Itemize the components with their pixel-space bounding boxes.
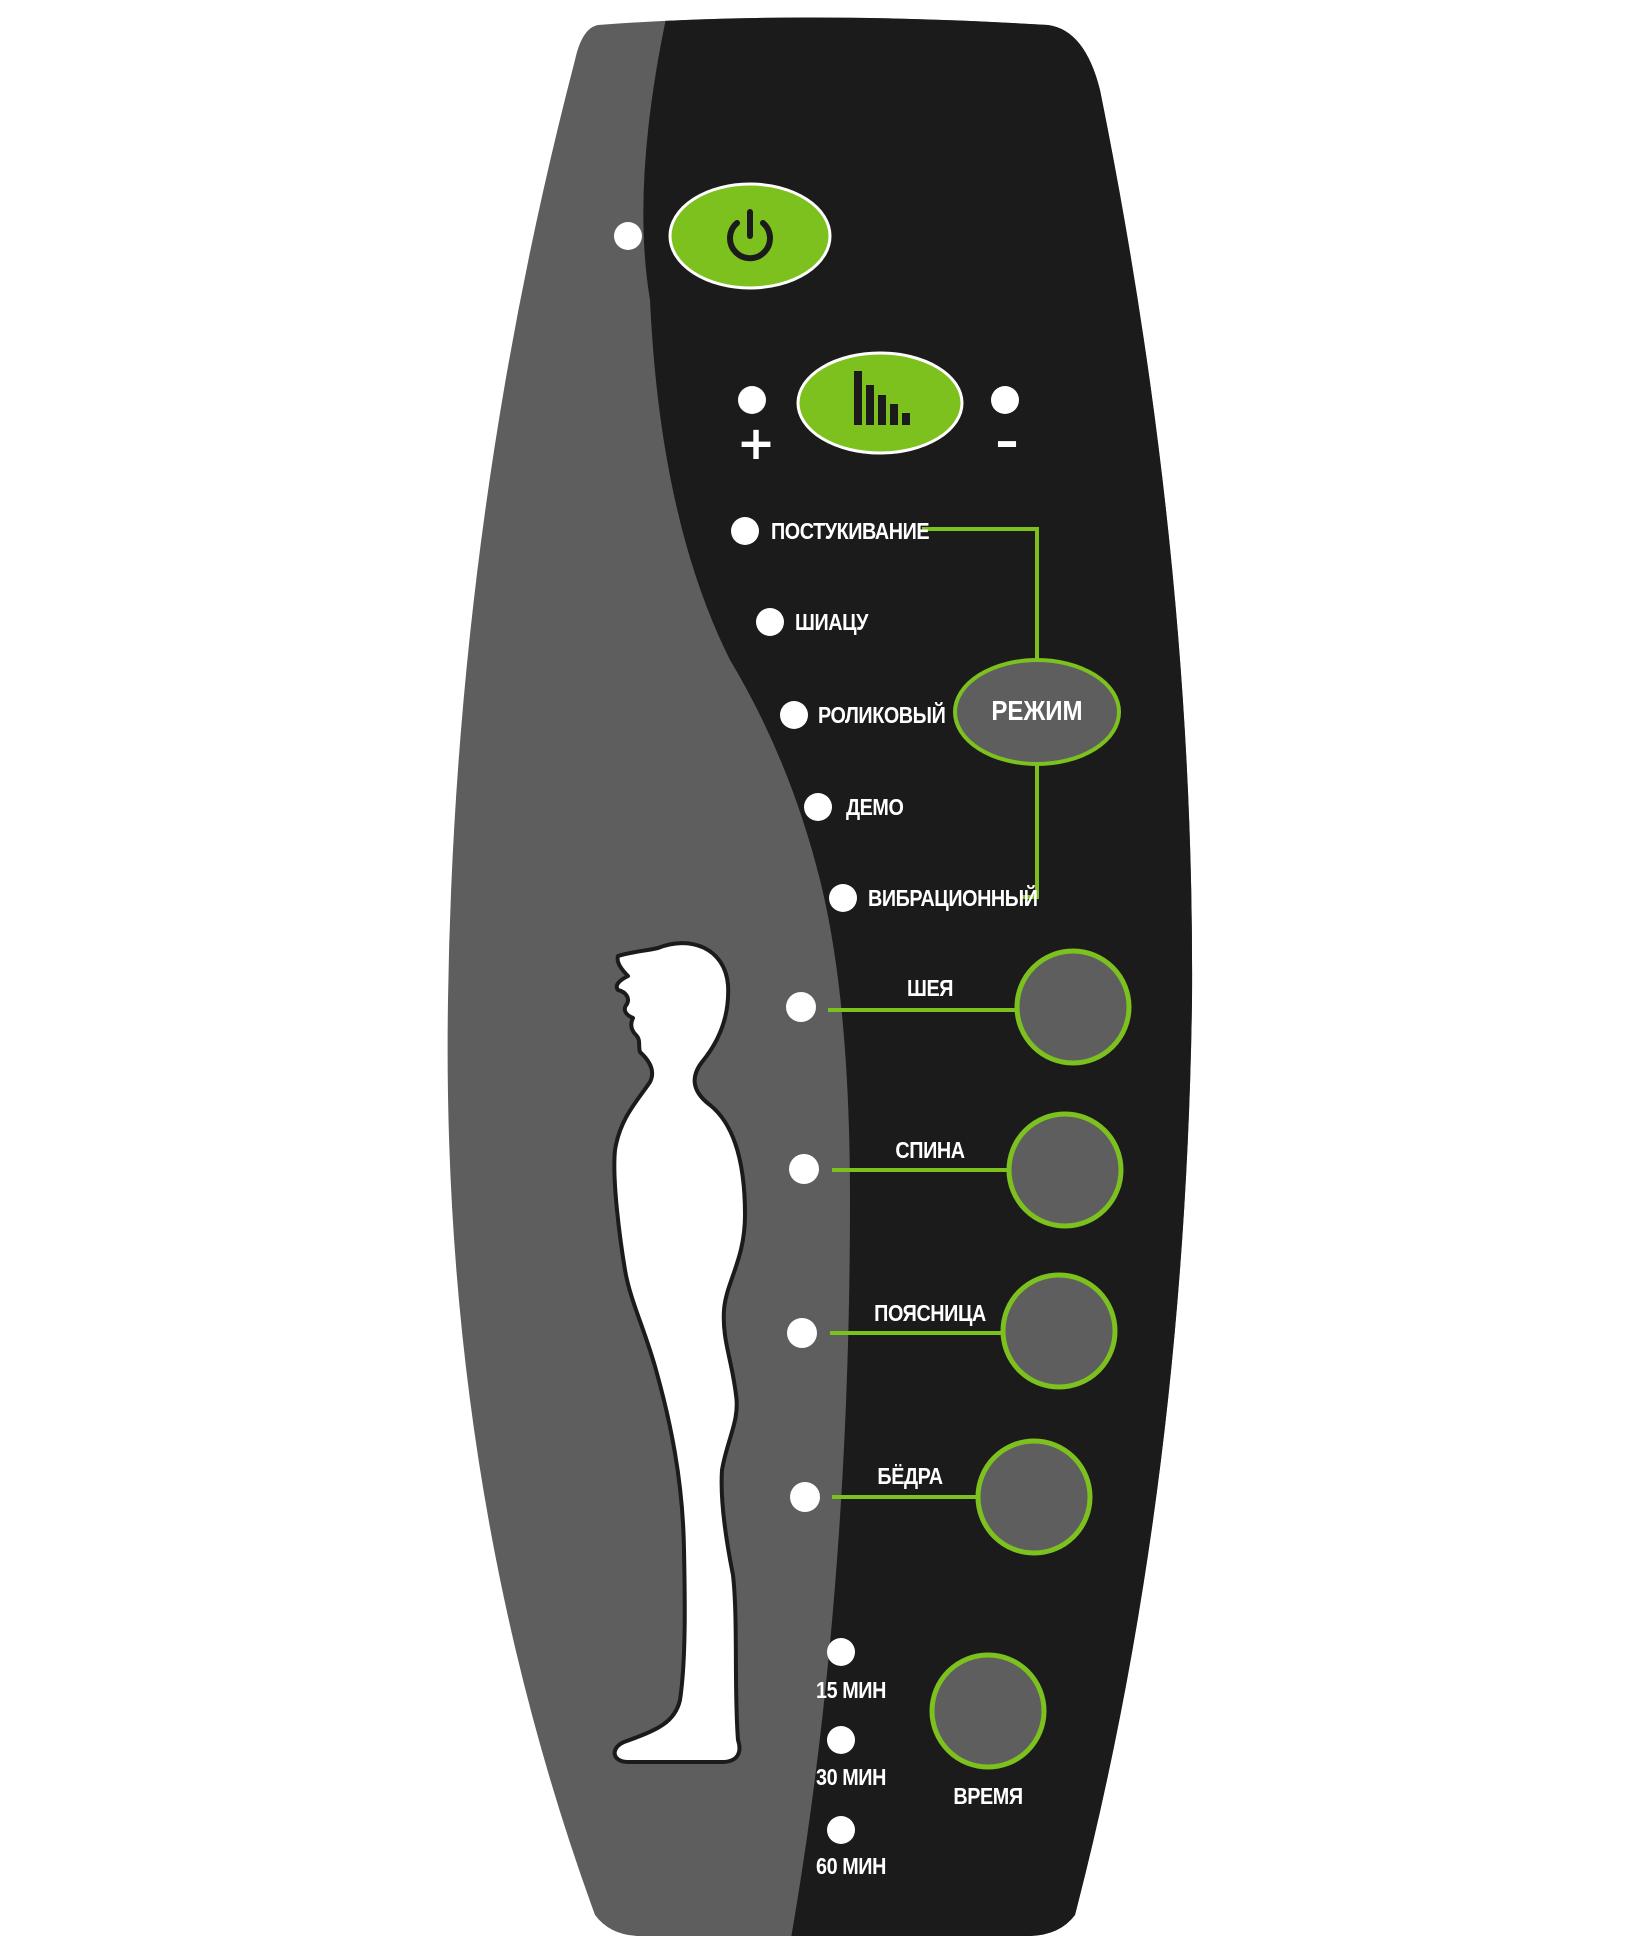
intensity-plus-indicator	[738, 386, 766, 414]
mode-button[interactable]	[953, 658, 1121, 766]
mode-option-shiatsu: ШИАЦУ	[795, 609, 868, 635]
timer-button-label: ВРЕМЯ	[953, 1783, 1023, 1809]
power-button[interactable]	[668, 182, 832, 290]
mode-indicator-demo	[804, 793, 832, 821]
mode-option-demo: ДЕМО	[846, 794, 904, 820]
mode-indicator-shiatsu	[756, 608, 784, 636]
mode-option-tapping: ПОСТУКИВАНИЕ	[771, 518, 930, 544]
zone-label-neck: ШЕЯ	[906, 975, 953, 1001]
zone-connector-lines	[828, 1008, 1018, 1499]
timer-option-30: 30 МИН	[816, 1764, 886, 1790]
timer-option-15: 15 МИН	[816, 1677, 886, 1703]
power-icon	[727, 209, 773, 262]
timer-indicator-60	[827, 1816, 855, 1844]
mode-indicator-vibration	[829, 884, 857, 912]
zone-label-lower-back: ПОЯСНИЦА	[874, 1300, 986, 1326]
mode-indicator-tapping	[731, 517, 759, 545]
mode-connector-lines	[922, 527, 1039, 899]
zone-indicator-back	[789, 1154, 819, 1184]
zone-indicator-neck	[786, 992, 816, 1022]
zone-button-back[interactable]	[1006, 1111, 1124, 1229]
zone-label-back: СПИНА	[895, 1137, 965, 1163]
zone-indicator-hips	[790, 1482, 820, 1512]
timer-indicator-15	[827, 1638, 855, 1666]
timer-option-60: 60 МИН	[816, 1853, 886, 1879]
timer-button[interactable]	[929, 1652, 1047, 1770]
zone-button-neck[interactable]	[1014, 948, 1132, 1066]
intensity-button[interactable]	[796, 351, 964, 455]
zone-label-hips: БЁДРА	[877, 1463, 943, 1489]
zone-button-hips[interactable]	[975, 1438, 1093, 1556]
intensity-minus-label: –	[995, 414, 1019, 468]
mode-button-label: РЕЖИМ	[991, 695, 1083, 726]
mode-option-roller: РОЛИКОВЫЙ	[818, 702, 946, 728]
human-silhouette-icon	[612, 941, 747, 1764]
power-indicator	[614, 222, 642, 250]
intensity-minus-indicator	[991, 386, 1019, 414]
zone-button-lower-back[interactable]	[1000, 1272, 1118, 1390]
zone-indicator-lower-back	[787, 1318, 817, 1348]
timer-indicator-30	[827, 1726, 855, 1754]
mode-option-vibration: ВИБРАЦИОННЫЙ	[868, 885, 1038, 911]
intensity-bars-icon	[854, 371, 910, 425]
panel-dark-face	[643, 17, 1193, 1936]
mode-indicator-roller	[780, 701, 808, 729]
intensity-plus-label: +	[736, 416, 776, 470]
